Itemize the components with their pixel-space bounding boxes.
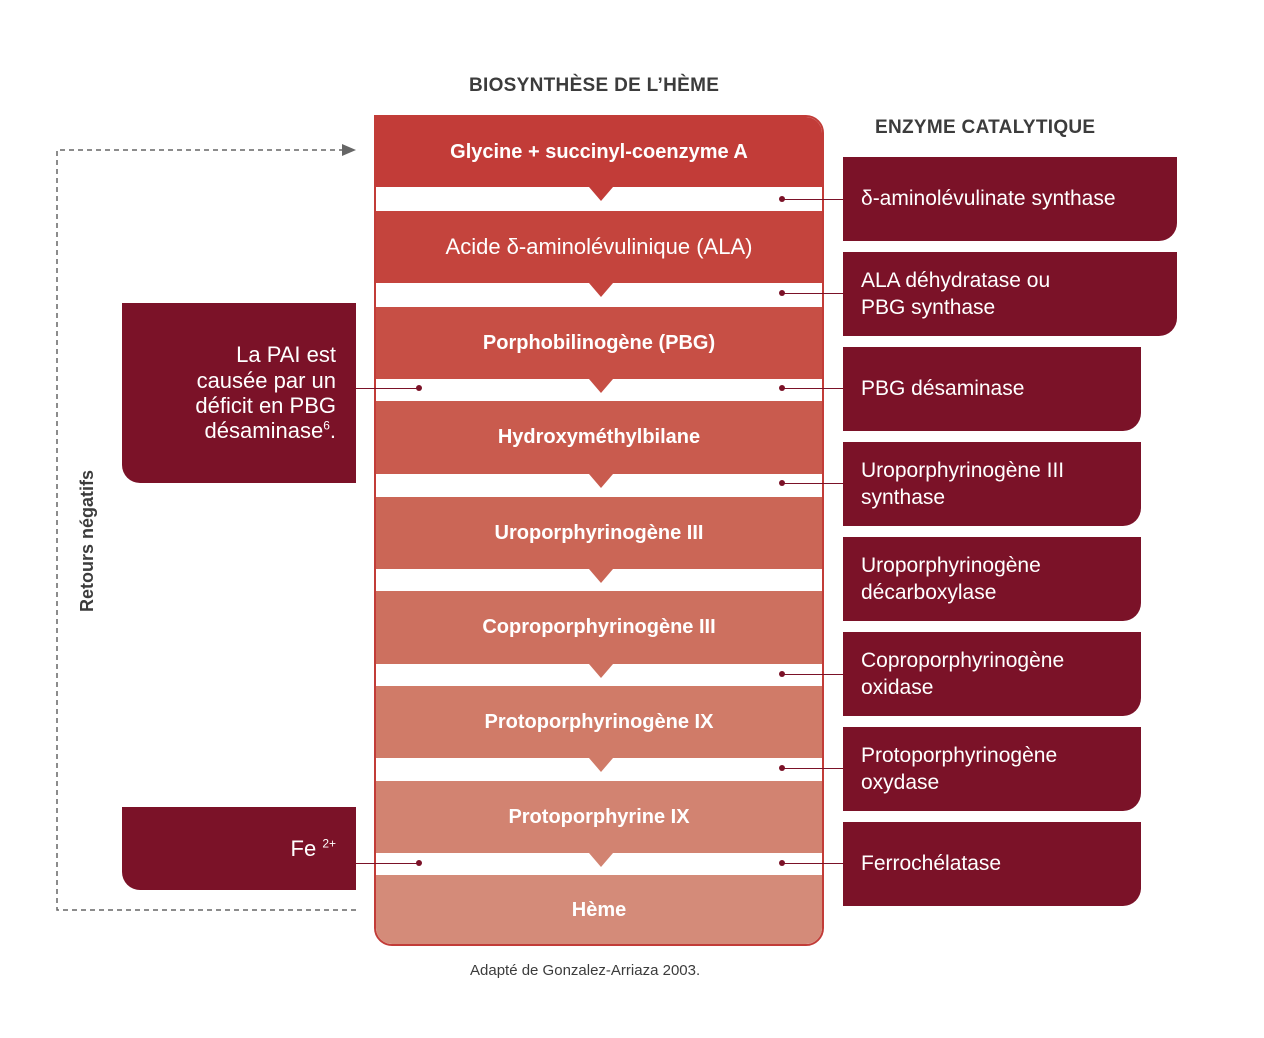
chevron-down-icon — [589, 474, 613, 488]
step-label: Porphobilinogène (PBG) — [482, 331, 716, 354]
connector-line — [782, 768, 844, 769]
enzyme-box-ala-synthase: δ-aminolévulinate synthase — [843, 157, 1177, 241]
connector-dot — [416, 860, 422, 866]
step-label: Protoporphyrine IX — [508, 805, 690, 828]
connector-line — [782, 388, 844, 389]
step-label: Hydroxyméthylbilane — [497, 426, 701, 448]
iron-box: Fe 2+ — [122, 807, 356, 890]
step-heme: Hème — [376, 875, 822, 944]
connector-dot — [779, 290, 785, 296]
enzyme-column-title: ENZYME CATALYTIQUE — [875, 117, 1096, 138]
step-label: Acide δ-aminolévulinique (ALA) — [445, 234, 753, 259]
step-label: Glycine + succinyl-coenzyme A — [450, 140, 748, 163]
connector-dot — [779, 385, 785, 391]
connector-dot — [779, 765, 785, 771]
chevron-down-icon — [589, 853, 613, 867]
connector-line — [782, 674, 844, 675]
connector-dot — [779, 671, 785, 677]
enzyme-box-ferrochelatase: Ferrochélatase — [843, 822, 1141, 906]
step-hmb: Hydroxyméthylbilane — [376, 401, 822, 474]
connector-dot — [416, 385, 422, 391]
source-caption: Adapté de Gonzalez-Arriaza 2003. — [470, 962, 701, 979]
step-glycine: Glycine + succinyl-coenzyme A — [376, 117, 822, 187]
connector-line — [782, 293, 844, 294]
step-ala: Acide δ-aminolévulinique (ALA) — [376, 211, 822, 283]
connector-line — [782, 199, 844, 200]
arrowhead-icon — [342, 144, 356, 156]
pathway-title: BIOSYNTHÈSE DE L’HÈME — [469, 75, 720, 96]
chevron-down-icon — [589, 283, 613, 297]
chevron-down-icon — [589, 569, 613, 583]
connector-dot — [779, 480, 785, 486]
chevron-down-icon — [589, 664, 613, 678]
step-label: Protoporphyrinogène IX — [484, 710, 714, 733]
connector-dot — [779, 860, 785, 866]
chevron-down-icon — [589, 758, 613, 772]
connector-line — [356, 863, 420, 864]
step-copro3: Coproporphyrinogène III — [376, 591, 822, 664]
step-label: Coproporphyrinogène III — [482, 616, 716, 638]
chevron-down-icon — [589, 379, 613, 393]
step-label: Hème — [571, 899, 627, 921]
step-protogen9: Protoporphyrinogène IX — [376, 686, 822, 758]
enzyme-box-pbg-deaminase: PBG désaminase — [843, 347, 1141, 431]
connector-line — [782, 483, 844, 484]
pai-note-box: La PAI est causée par un déficit en PBG … — [122, 303, 356, 483]
step-pbg: Porphobilinogène (PBG) — [376, 307, 822, 379]
connector-line — [356, 388, 420, 389]
feedback-label: Retours négatifs — [77, 469, 97, 612]
chevron-down-icon — [589, 187, 613, 201]
pathway-column: Glycine + succinyl-coenzyme A Acide δ-am… — [374, 115, 824, 946]
step-label: Uroporphyrinogène III — [494, 521, 704, 544]
step-uro3: Uroporphyrinogène III — [376, 497, 822, 569]
step-proto9: Protoporphyrine IX — [376, 781, 822, 853]
connector-dot — [779, 196, 785, 202]
connector-line — [782, 863, 844, 864]
